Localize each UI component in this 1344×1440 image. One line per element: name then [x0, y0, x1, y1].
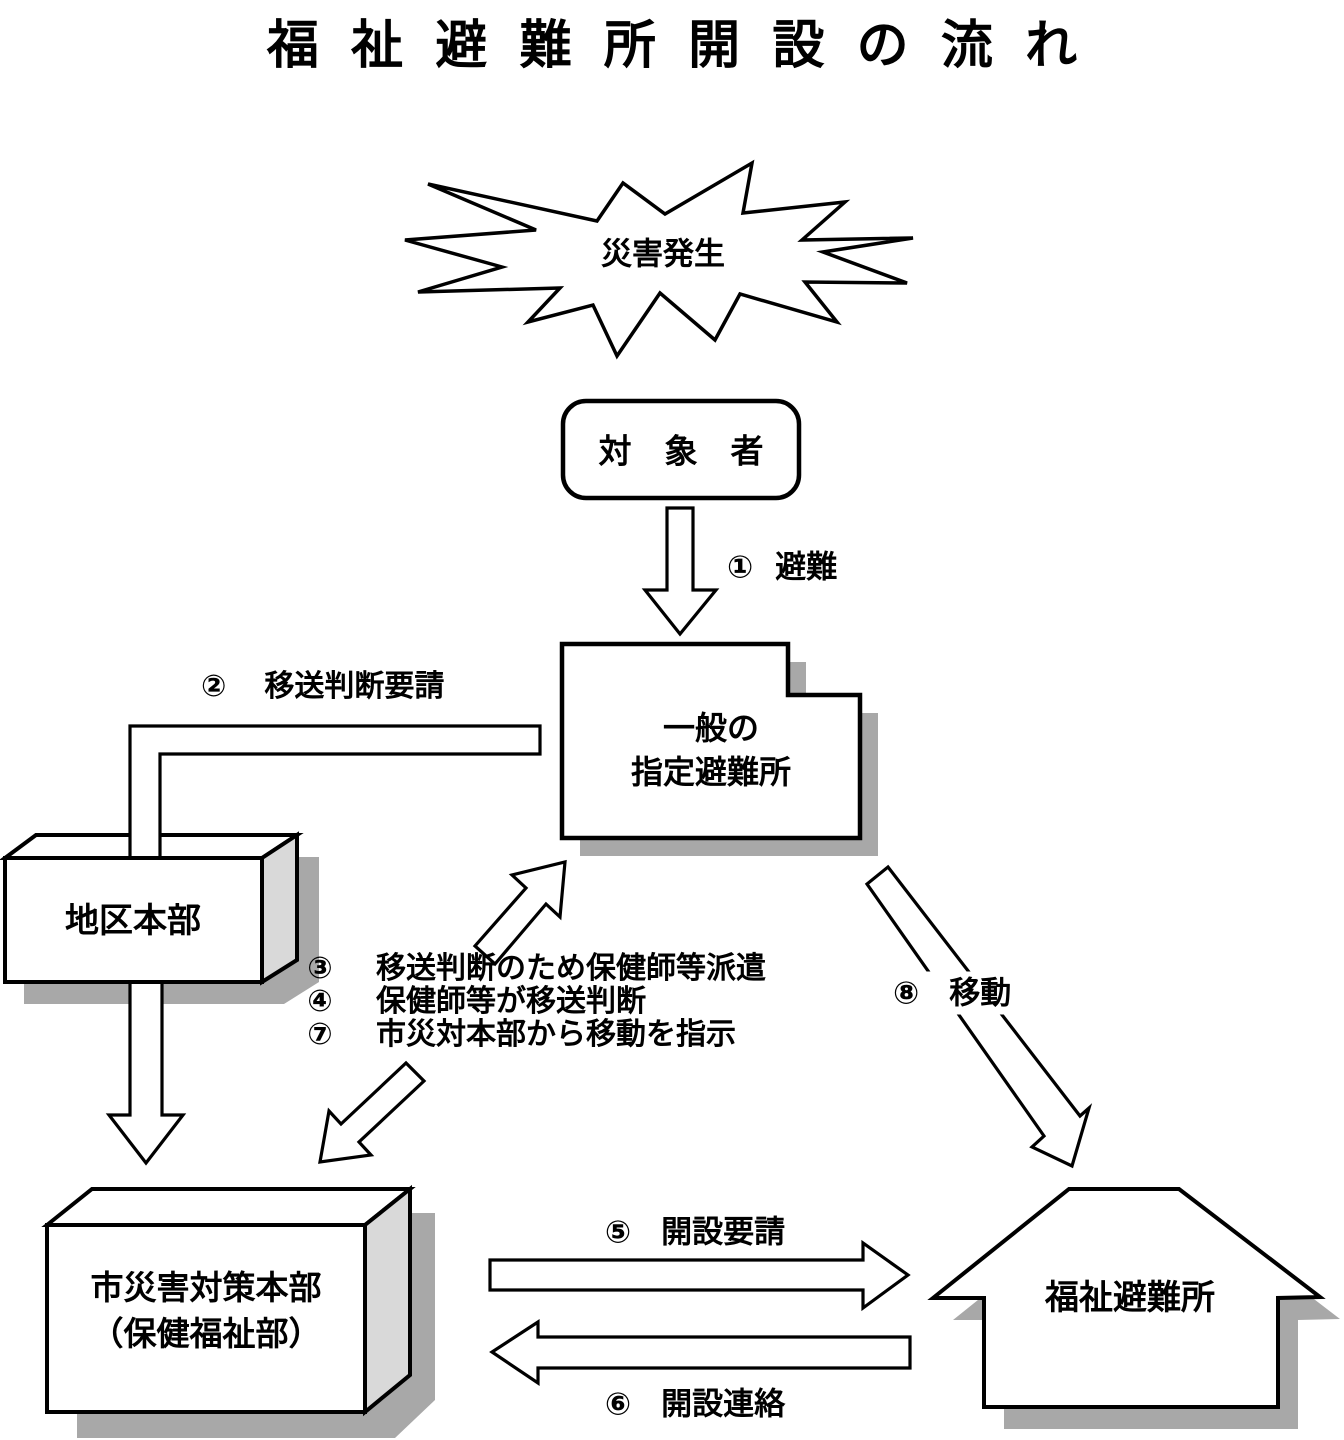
page-title: 福祉避難所開設の流れ: [266, 17, 1110, 75]
step-7-number: ⑦: [307, 1017, 333, 1051]
open-notice-number: ⑥: [604, 1386, 632, 1422]
move-annotation: ⑧ 移動: [883, 971, 1022, 1015]
welfare-shelter-label: 福祉避難所: [1045, 1279, 1215, 1317]
district-hq-front-face: [3, 856, 264, 984]
step-3-label: 移送判断のため保健師等派遣: [376, 951, 766, 985]
city-hq-label: 市災害対策本部 （保健福祉部）: [91, 1265, 322, 1357]
arrow-evacuate: [641, 506, 720, 637]
evacuate-label: 避難: [775, 549, 838, 585]
disaster-starburst-shape: [404, 159, 914, 360]
city-hq-top-face: [41, 1187, 416, 1227]
step-4-row: ④ 保健師等が移送判断: [302, 985, 766, 1018]
arrow-open-request: [488, 1239, 911, 1312]
step-3-row: ③ 移送判断のため保健師等派遣: [302, 952, 766, 985]
open-notice-label: 開設連絡: [661, 1386, 786, 1422]
step-7-label: 市災対本部から移動を指示: [376, 1017, 736, 1051]
steps-347-annotation: ③ 移送判断のため保健師等派遣 ④ 保健師等が移送判断 ⑦ 市災対本部から移動を…: [302, 952, 766, 1051]
district-hq-label: 地区本部: [65, 902, 201, 940]
general-shelter-line1: 一般の: [662, 710, 760, 746]
transfer-request-label: 移送判断要請: [264, 670, 445, 703]
city-hq-side-face: [363, 1184, 412, 1417]
step-7-row: ⑦ 市災対本部から移動を指示: [302, 1018, 766, 1051]
general-shelter-label: 一般の 指定避難所: [631, 706, 791, 794]
city-hq-line1: 市災害対策本部: [90, 1269, 322, 1306]
move-label: 移動: [949, 975, 1012, 1011]
open-request-number: ⑤: [604, 1214, 632, 1250]
arrow-steps-up: [472, 859, 567, 967]
open-request-label: 開設要請: [661, 1214, 786, 1250]
open-request-annotation: ⑤ 開設要請: [605, 1217, 785, 1248]
general-shelter-box: [559, 641, 863, 841]
welfare-shelter-house: [927, 1187, 1326, 1409]
move-number: ⑧: [893, 975, 920, 1011]
city-hq-front-face: [45, 1223, 367, 1414]
transfer-request-annotation: ② 移送判断要請: [201, 672, 444, 702]
general-shelter-line2: 指定避難所: [630, 754, 792, 790]
open-notice-annotation: ⑥ 開設連絡: [605, 1389, 785, 1420]
arrow-steps-down: [318, 1060, 427, 1164]
district-hq-side-face: [260, 831, 299, 986]
arrow-move: [864, 864, 1093, 1169]
arrow-open-notice: [489, 1319, 912, 1387]
evacuate-number: ①: [727, 549, 754, 585]
target-box: [560, 398, 802, 501]
target-label: 対 象 者: [598, 432, 764, 470]
transfer-request-number: ②: [201, 670, 227, 703]
evacuate-annotation: ① 避難: [727, 552, 837, 583]
step-4-number: ④: [307, 984, 333, 1018]
step-3-number: ③: [307, 951, 333, 985]
disaster-label: 災害発生: [601, 236, 725, 272]
step-4-label: 保健師等が移送判断: [376, 984, 646, 1018]
city-hq-line2: （保健福祉部）: [90, 1315, 322, 1352]
